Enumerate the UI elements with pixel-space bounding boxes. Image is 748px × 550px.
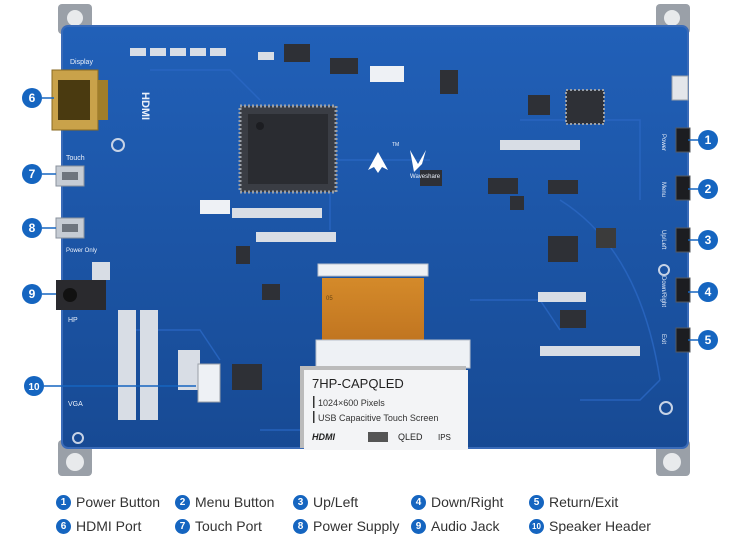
touch-type-text: USB Capacitive Touch Screen — [318, 413, 438, 423]
power-only-silkscreen: Power Only — [66, 248, 97, 254]
resolution-text: 1024×600 Pixels — [318, 398, 385, 408]
legend-item: 1 Power Button — [56, 494, 160, 510]
callout-3: 3 — [705, 233, 712, 247]
touch-usb-port — [55, 165, 85, 187]
pcb-holes — [72, 138, 673, 444]
legend-label: Up/Left — [313, 494, 359, 510]
power-silkscreen: Power — [660, 134, 666, 151]
secondary-ic-chip — [565, 89, 605, 125]
down-right-silkscreen: Down/Right — [660, 276, 666, 307]
legend-number: 3 — [293, 494, 308, 510]
exit-silkscreen: Exit — [660, 334, 666, 344]
label-sticker: 7HP-CAPQLED 1024×600 Pixels USB Capaciti… — [304, 370, 468, 450]
legend-item: 9 Audio Jack — [411, 518, 499, 534]
callout-6: 6 — [29, 91, 36, 105]
badge-logo-icon — [368, 432, 388, 442]
callout-badges: 6 7 8 9 10 1 2 3 4 5 — [22, 88, 718, 396]
legend-item: 8 Power Supply — [293, 518, 399, 534]
menu-silkscreen: Menu — [660, 182, 666, 197]
legend-label: Audio Jack — [431, 518, 500, 534]
ips-logo-text: IPS — [438, 433, 451, 442]
pcb-traces — [120, 69, 661, 431]
legend-label: Return/Exit — [549, 494, 619, 510]
callout-5: 5 — [705, 333, 712, 347]
hdmi-vertical-silkscreen: HDMI — [139, 92, 151, 120]
model-text: 7HP-CAPQLED — [312, 376, 404, 391]
legend: 1 Power Button 2 Menu Button 3 Up/Left 4… — [0, 488, 748, 550]
qled-logo-text: QLED — [398, 432, 423, 442]
up-left-silkscreen: Up/Left — [660, 230, 666, 250]
legend-number: 2 — [175, 494, 190, 510]
hdmi-port — [51, 69, 108, 131]
callout-lines — [42, 97, 700, 387]
legend-item: 5 Return/Exit — [529, 494, 618, 510]
power-usb-port — [55, 217, 85, 239]
legend-label: Speaker Header — [549, 518, 651, 534]
legend-number: 10 — [529, 518, 544, 534]
legend-label: Down/Right — [431, 494, 504, 510]
legend-item: 4 Down/Right — [411, 494, 503, 510]
legend-item: 7 Touch Port — [175, 518, 262, 534]
legend-item: 6 HDMI Port — [56, 518, 141, 534]
legend-number: 6 — [56, 518, 71, 534]
legend-number: 7 — [175, 518, 190, 534]
legend-label: Power Supply — [313, 518, 400, 534]
hdmi-logo-text: HDMI — [312, 432, 335, 442]
legend-item: 10 Speaker Header — [529, 518, 651, 534]
touch-silkscreen: Touch — [66, 155, 85, 162]
legend-number: 1 — [56, 494, 71, 510]
legend-item: 2 Menu Button — [175, 494, 274, 510]
audio-jack — [56, 280, 106, 310]
legend-number: 5 — [529, 494, 544, 510]
speaker-header — [197, 363, 221, 403]
smd-components — [84, 44, 640, 420]
legend-number: 4 — [411, 494, 426, 510]
vga-silkscreen: VGA — [68, 401, 83, 408]
callout-2: 2 — [705, 182, 712, 196]
legend-number: 9 — [411, 518, 426, 534]
callout-8: 8 — [29, 221, 36, 235]
legend-number: 8 — [293, 518, 308, 534]
legend-label: Menu Button — [195, 494, 275, 510]
waveshare-logo-icon — [368, 150, 426, 173]
callout-4: 4 — [705, 285, 712, 299]
legend-label: HDMI Port — [76, 518, 142, 534]
callout-1: 1 — [705, 133, 712, 147]
legend-item: 3 Up/Left — [293, 494, 358, 510]
hp-silkscreen: HP — [68, 317, 78, 324]
legend-label: Power Button — [76, 494, 161, 510]
legend-label: Touch Port — [195, 518, 262, 534]
tm-silkscreen: TM — [392, 142, 399, 148]
side-buttons — [671, 75, 691, 353]
fpc-code-text: 05 — [326, 296, 333, 302]
callout-10: 10 — [28, 382, 40, 393]
brand-silkscreen: Waveshare — [410, 174, 441, 180]
callout-9: 9 — [29, 287, 36, 301]
callout-7: 7 — [29, 167, 36, 181]
display-silkscreen: Display — [70, 59, 93, 66]
main-ic-chip — [238, 104, 338, 194]
